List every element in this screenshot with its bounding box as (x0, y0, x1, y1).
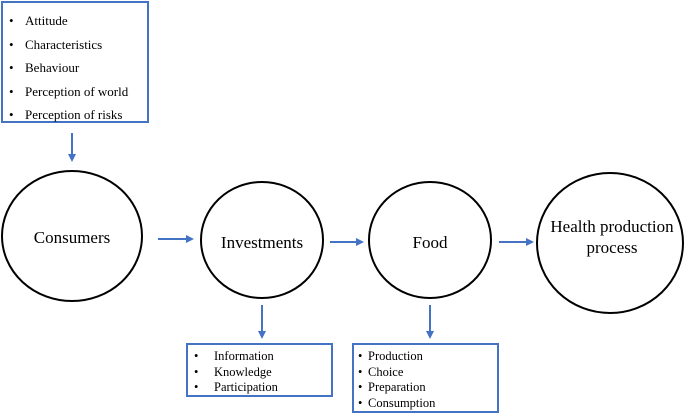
list-item: Information (194, 349, 331, 365)
health-circle (536, 172, 684, 314)
consumers-label: Consumers (33, 228, 111, 247)
food-label: Food (412, 233, 448, 252)
list-item: Consumption (358, 396, 497, 412)
investments-circle (200, 181, 324, 299)
list-item: Perception of risks (9, 103, 147, 127)
investments-list: Information Knowledge Participation (194, 349, 331, 396)
investments-box: Information Knowledge Participation (186, 343, 333, 397)
attributes-box: Attitude Characteristics Behaviour Perce… (1, 1, 149, 126)
list-item: Preparation (358, 380, 497, 396)
attributes-list: Attitude Characteristics Behaviour Perce… (9, 9, 147, 127)
list-item: Perception of world (9, 80, 147, 104)
consumers-circle (1, 170, 143, 302)
food-list: Production Choice Preparation Consumptio… (358, 349, 497, 411)
list-item: Attitude (9, 9, 147, 33)
list-item: Choice (358, 365, 497, 381)
health-label: Health production process (550, 217, 674, 257)
list-item: Characteristics (9, 33, 147, 57)
list-item: Behaviour (9, 56, 147, 80)
food-box: Production Choice Preparation Consumptio… (352, 343, 499, 413)
food-circle (368, 181, 492, 299)
list-item: Knowledge (194, 365, 331, 381)
list-item: Production (358, 349, 497, 365)
list-item: Participation (194, 380, 331, 396)
investments-label: Investments (220, 233, 304, 252)
